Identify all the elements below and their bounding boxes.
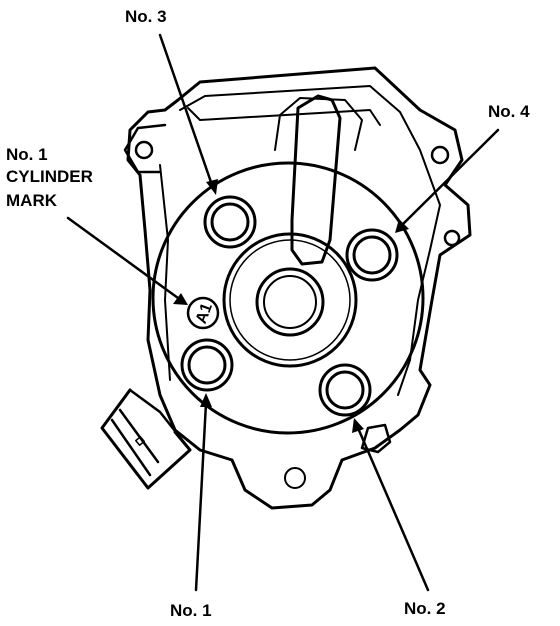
cylinder-mark-text: A1 [193,301,216,326]
terminal-no2-outer [318,363,372,417]
terminal-no4-outer [345,228,399,282]
housing-inner-left [159,164,171,381]
terminal-no1-inner [187,345,227,385]
label-no1-cylinder-mark-line2: CYLINDER [6,167,93,186]
center-terminal-inner [263,275,317,329]
terminal-no3-outer [203,195,257,249]
terminal-no1-outer [180,338,234,392]
leader-no2 [352,418,430,592]
label-no4: No. 4 [488,102,530,121]
center-boss-inner [229,239,351,361]
connector-body [100,388,192,490]
center-boss-outer [222,232,358,368]
label-no1-cylinder-mark-line1: No. 1 [6,145,48,164]
label-no3: No. 3 [125,7,167,26]
leader-no4 [395,128,500,233]
terminal-no3-inner [210,202,250,242]
connector-pin [135,436,145,446]
mount-hole-right-top [430,145,450,165]
bottom-vent [284,467,306,489]
label-no2: No. 2 [404,599,446,618]
connector-top [128,388,192,452]
mount-ear-left [123,123,167,174]
mount-hole-right-mid [443,229,461,247]
center-terminal-outer [255,267,325,337]
cap-body [151,161,425,435]
cylinder-mark-circle [186,296,220,330]
top-rib-outline [274,97,363,151]
leader-no1 [194,393,212,592]
leader-cylinder-mark [66,216,188,305]
top-frame [187,107,381,126]
label-no1: No. 1 [170,601,212,620]
terminal-no4-inner [352,235,392,275]
connector-face [110,408,160,477]
housing-outline [126,66,472,510]
terminal-no2-inner [325,370,365,410]
housing-inner-contour [179,85,441,396]
bottom-tab [360,423,392,454]
mount-hole-left [134,140,154,160]
label-no1-cylinder-mark-line3: MARK [6,191,57,210]
leader-no3 [158,33,218,195]
